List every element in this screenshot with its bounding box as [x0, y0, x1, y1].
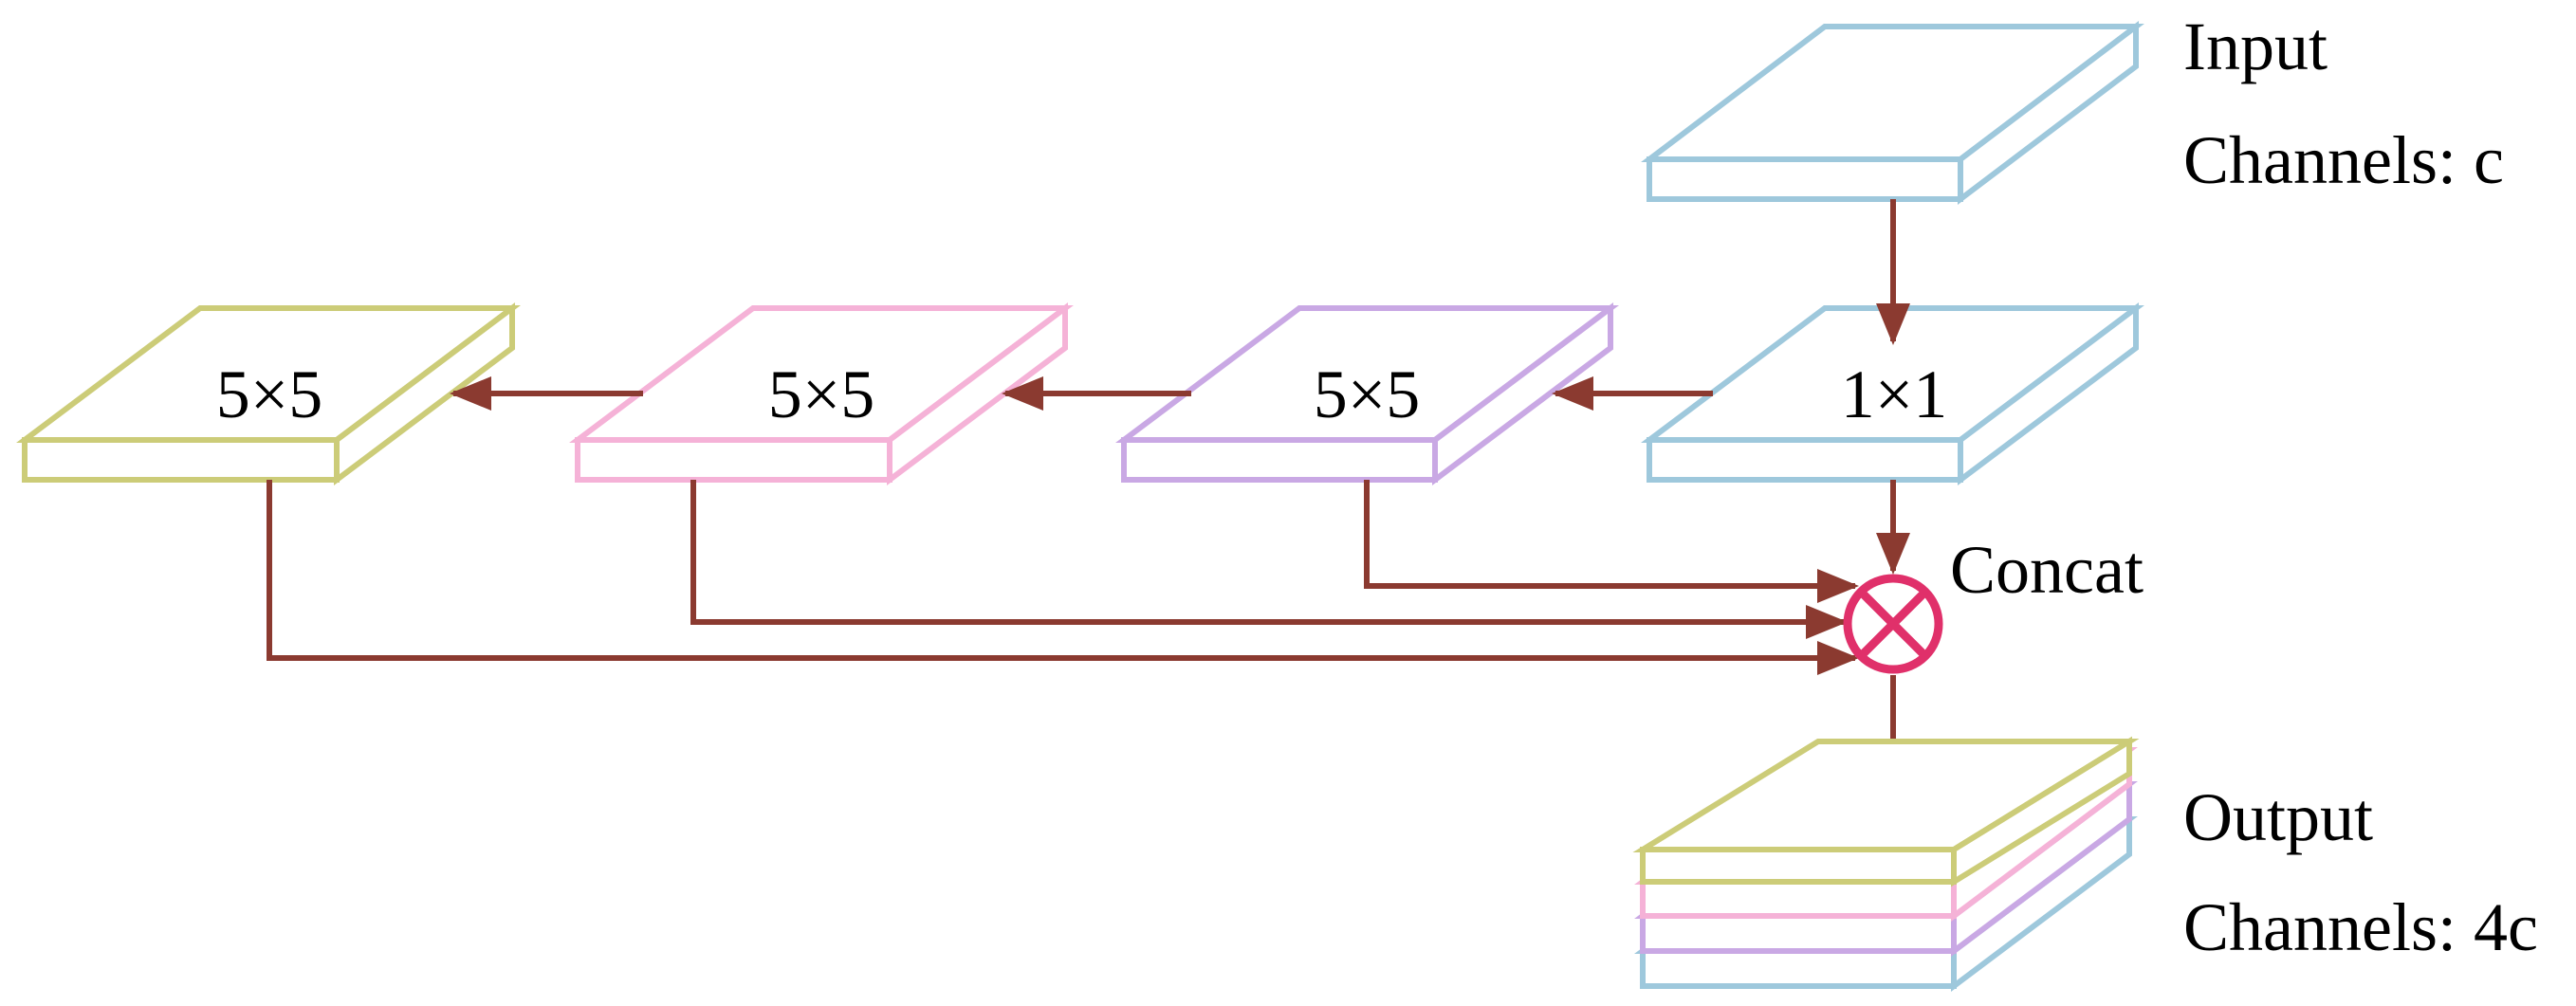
conv-5x5-purple-label: 5×5 — [1314, 357, 1421, 432]
conv-5x5-purple-side — [1432, 302, 1613, 486]
conv-5x5-pink-label: 5×5 — [768, 357, 875, 432]
conv-5x5-block-purple: 5×5 — [1115, 302, 1619, 486]
conv-1x1-block: 1×1 — [1641, 302, 2144, 486]
input-title: Input — [2183, 9, 2328, 84]
conv-5x5-olive-side — [334, 302, 515, 486]
conv-5x5-block-pink: 5×5 — [569, 302, 1074, 486]
input-block — [1641, 20, 2144, 206]
input-block-side — [1958, 20, 2139, 206]
concat-label: Concat — [1950, 532, 2144, 608]
conv-5x5-pink-front — [575, 437, 892, 483]
arrow-olive-to-concat — [267, 480, 1859, 675]
conv-1x1-label: 1×1 — [1841, 357, 1948, 432]
conv-5x5-pink-side — [887, 302, 1068, 486]
circle-times-icon — [1843, 574, 1943, 674]
flow-arrows — [267, 199, 1910, 783]
input-channels: Channels: c — [2183, 122, 2504, 198]
output-stack — [1632, 736, 2140, 993]
conv-5x5-purple-front — [1121, 437, 1438, 483]
arrow-pink-to-concat — [690, 480, 1848, 639]
input-block-front — [1647, 156, 1963, 202]
conv-1x1-block-side — [1958, 302, 2139, 486]
conv-1x1-block-front — [1647, 437, 1963, 483]
output-title: Output — [2183, 779, 2373, 855]
conv-5x5-olive-label: 5×5 — [216, 357, 323, 432]
arrow-purple-to-concat — [1364, 480, 1859, 603]
output-layer-olive — [1632, 736, 2140, 887]
conv-5x5-olive-front — [22, 437, 340, 483]
conv-5x5-block-olive: 5×5 — [16, 302, 521, 486]
output-channels: Channels: 4c — [2183, 889, 2538, 965]
